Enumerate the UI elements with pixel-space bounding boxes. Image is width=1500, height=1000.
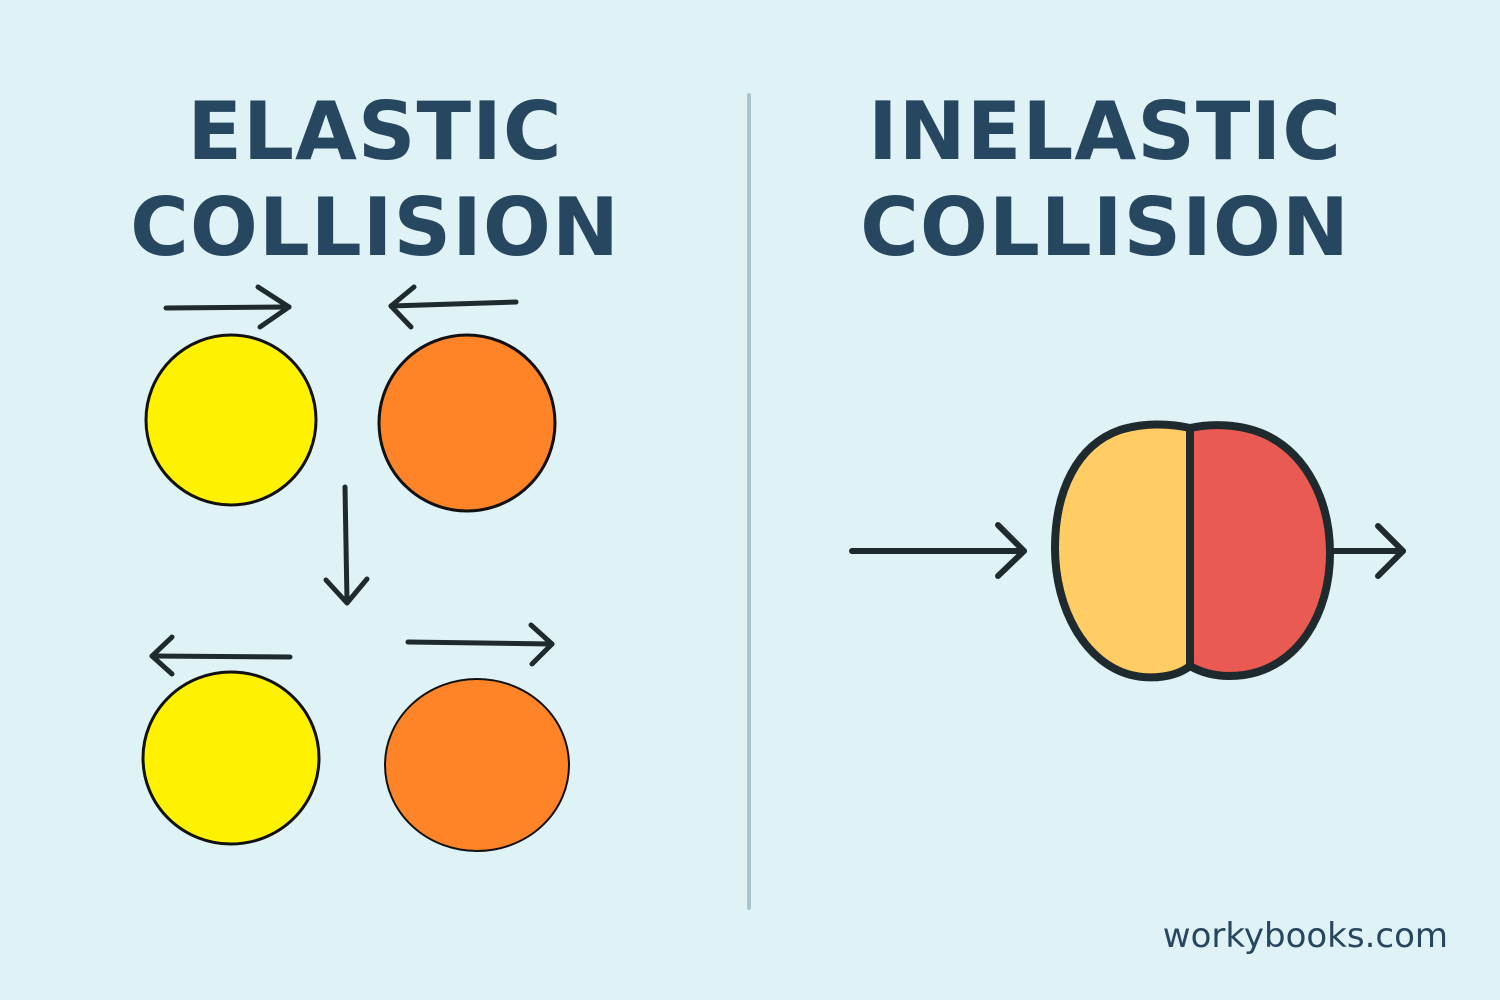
outgoing-arrow xyxy=(1329,523,1406,579)
elastic-title-line1: ELASTIC xyxy=(187,85,563,178)
elastic-diagram xyxy=(141,284,570,852)
arrow-right-before-yellow xyxy=(163,284,292,330)
inelastic-diagram xyxy=(849,420,1406,682)
elastic-title-line2: COLLISION xyxy=(130,181,620,274)
workybooks-watermark: workybooks.com xyxy=(1162,916,1448,956)
inelastic-title-line1: INELASTIC xyxy=(868,85,1342,178)
arrow-left-after-yellow xyxy=(149,634,293,677)
merged-objects xyxy=(1051,420,1334,682)
merged-left-half xyxy=(1051,420,1194,682)
yellow-ball-after xyxy=(141,670,321,846)
orange-ball-before xyxy=(377,333,557,513)
elastic-collision-title: ELASTIC COLLISION xyxy=(100,84,650,276)
merged-right-half xyxy=(1186,421,1334,680)
yellow-ball-before xyxy=(144,333,318,507)
inelastic-title-line2: COLLISION xyxy=(860,181,1350,274)
arrow-left-before-orange xyxy=(388,284,519,330)
down-arrow xyxy=(323,484,370,606)
incoming-arrow xyxy=(849,522,1027,579)
inelastic-collision-title: INELASTIC COLLISION xyxy=(830,84,1380,276)
orange-ball-after xyxy=(384,678,570,852)
arrow-right-after-orange xyxy=(405,622,555,667)
